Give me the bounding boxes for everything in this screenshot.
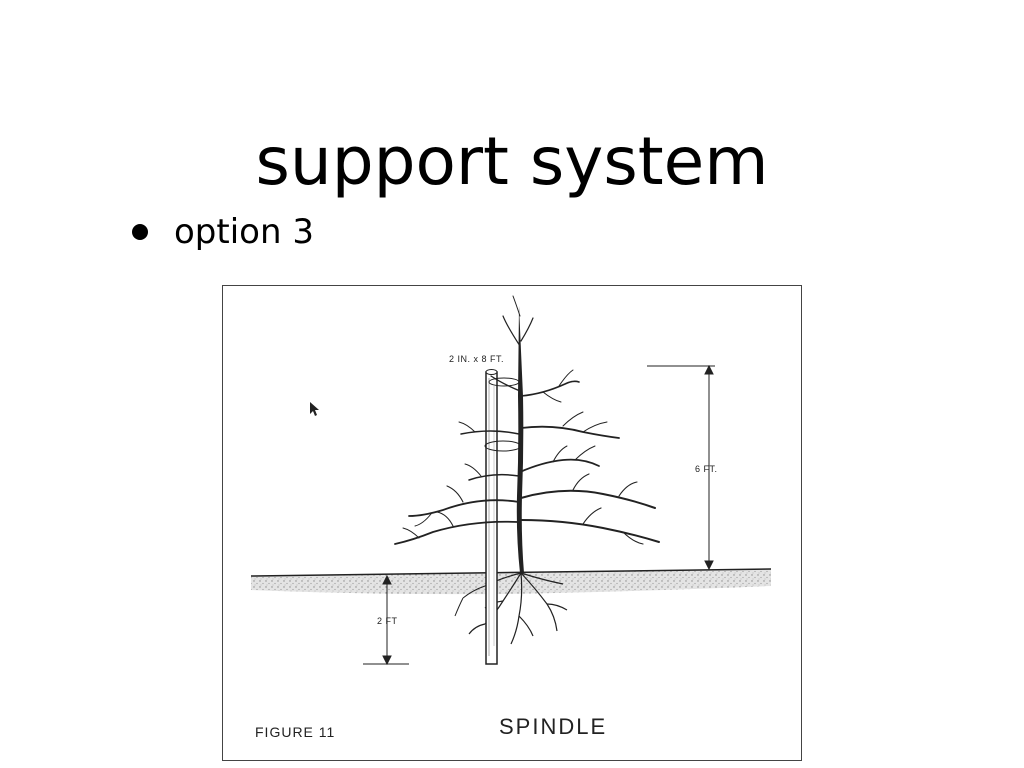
tree-trunk [516,306,524,573]
depth-label: 2 FT [377,616,398,626]
tree-roots [468,572,568,645]
slide-title: support system [255,123,769,201]
figure-number: FIGURE 11 [255,724,336,740]
cursor-icon [310,402,319,416]
figure-caption: SPINDLE [499,714,608,739]
tie-top [488,377,520,387]
spindle-diagram [250,295,772,666]
spindle-figure: 2 IN. x 8 FT. 6 FT. 2 FT FIGURE 11 SPIND… [222,285,802,761]
post-size-label: 2 IN. x 8 FT. [449,354,505,364]
post-roots [454,585,486,617]
tree-branches [394,295,660,545]
ground-line [250,568,772,577]
bullet-dot [132,224,148,240]
height-dimension [647,364,715,571]
bullet-text: option 3 [174,212,314,252]
support-post [485,371,498,665]
post-top [485,369,498,375]
tie-middle [484,440,522,452]
soil-band [251,569,771,595]
depth-dimension [363,574,409,666]
bullet-item: option 3 [132,212,314,252]
height-label: 6 FT. [695,464,718,474]
